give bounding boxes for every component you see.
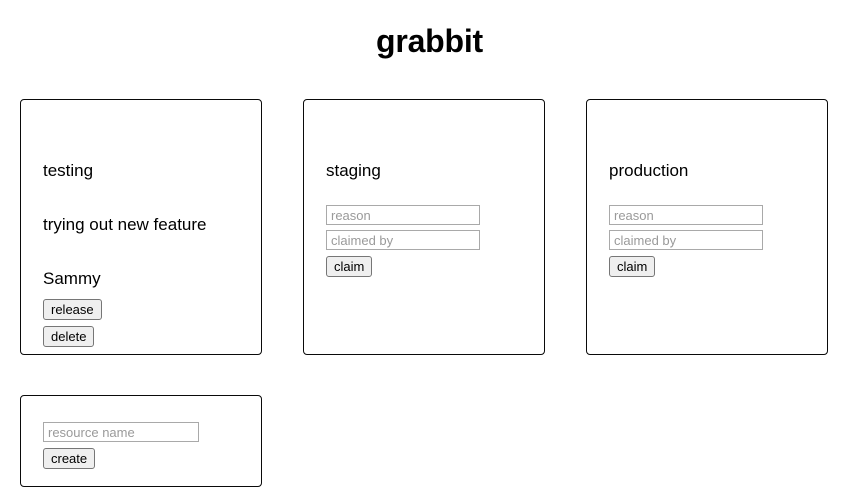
resource-card-staging: staging claim	[303, 99, 545, 355]
page-title: grabbit	[375, 23, 484, 59]
delete-button[interactable]: delete	[43, 326, 95, 347]
claimed-by-input-staging[interactable]	[326, 230, 480, 250]
resource-name-staging: staging	[326, 161, 381, 180]
reason-input-production[interactable]	[609, 205, 763, 225]
claim-form-staging: claim	[326, 181, 522, 277]
resource-card-testing: testing trying out new feature Sammy rel…	[20, 99, 262, 355]
resource-name-input[interactable]	[43, 422, 199, 442]
reason-input-staging[interactable]	[326, 205, 480, 225]
resource-card-list: testing trying out new feature Sammy rel…	[20, 99, 840, 355]
resource-card-production: production claim	[586, 99, 828, 355]
create-button[interactable]: create	[43, 448, 96, 469]
claim-form-production: claim	[609, 181, 805, 277]
release-button[interactable]: release	[43, 299, 102, 320]
resource-name-testing: testing	[43, 161, 94, 180]
claimed-by-input-production[interactable]	[609, 230, 763, 250]
resource-actions-testing: release delete	[43, 289, 239, 347]
claim-button-production[interactable]: claim	[609, 256, 656, 277]
create-resource-card: create	[20, 395, 262, 487]
resource-name-production: production	[609, 161, 689, 180]
resource-claimed-by-testing: Sammy	[43, 269, 101, 288]
claim-button-staging[interactable]: claim	[326, 256, 373, 277]
resource-reason-testing: trying out new feature	[43, 215, 207, 234]
